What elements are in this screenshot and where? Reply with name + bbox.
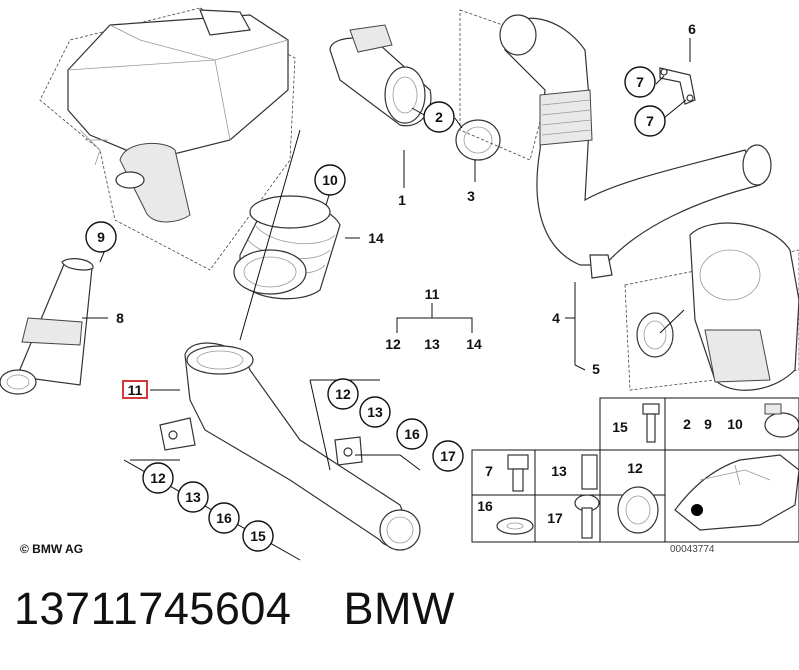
table-17: 17 [547, 510, 563, 526]
callout-2: 2 [435, 109, 443, 125]
parts-table-icons [496, 403, 799, 539]
callout-7b: 7 [646, 113, 654, 129]
group-11: 11 [425, 286, 440, 302]
highlight-box [122, 380, 148, 399]
callout-r12: 12 [335, 386, 351, 402]
callout-1: 1 [398, 192, 406, 208]
air-flow-meter-part-1 [329, 24, 432, 127]
part-number: 13711745604 [14, 583, 292, 634]
intake-hose-part-8 [0, 258, 94, 395]
callout-7a: 7 [636, 74, 644, 90]
table-12: 12 [627, 460, 643, 476]
image-number: 00043774 [670, 544, 715, 555]
callout-r13: 13 [367, 404, 383, 420]
bracket-part-6 [659, 67, 696, 105]
callout-9: 9 [97, 229, 105, 245]
copyright-label: © BMW AG [20, 542, 83, 556]
group-12: 12 [385, 336, 401, 352]
group-14: 14 [466, 336, 482, 352]
callout-l12: 12 [150, 470, 166, 486]
callout-markers [85, 66, 666, 552]
table-7: 7 [485, 463, 493, 479]
parts-table [471, 397, 799, 543]
callout-r16: 16 [404, 426, 420, 442]
seal-ring-part-3 [455, 119, 501, 161]
callout-6: 6 [688, 21, 696, 37]
callout-8: 8 [116, 310, 124, 326]
table-9: 9 [704, 416, 712, 432]
table-13: 13 [551, 463, 567, 479]
intake-pipe-part-4 [459, 9, 799, 391]
air-filter-housing [39, 7, 296, 271]
callout-5: 5 [592, 361, 600, 377]
group-13: 13 [424, 336, 440, 352]
callout-r17: 17 [440, 448, 456, 464]
parts-diagram: 10 2 3 1 9 8 14 11 6 7 7 4 5 11 12 13 14… [0, 7, 799, 561]
bellows-part-14 [233, 129, 341, 341]
intake-pipe-part-11 [150, 342, 421, 551]
callout-l13: 13 [185, 489, 201, 505]
callout-l15: 15 [250, 528, 266, 544]
callout-11: 11 [128, 382, 143, 398]
callout-4: 4 [552, 310, 560, 326]
callout-10: 10 [322, 172, 338, 188]
brand-name: BMW [343, 583, 455, 634]
table-10: 10 [727, 416, 743, 432]
part-number-footer: 13711745604 BMW [14, 583, 455, 635]
callout-3: 3 [467, 188, 475, 204]
callout-14: 14 [368, 230, 384, 246]
table-15: 15 [612, 419, 628, 435]
callout-l16: 16 [216, 510, 232, 526]
turbocharger [636, 222, 799, 391]
table-2: 2 [683, 416, 691, 432]
callout-labels: 10 2 3 1 9 8 14 11 6 7 7 4 5 11 12 13 14… [97, 21, 743, 544]
table-16: 16 [477, 498, 493, 514]
